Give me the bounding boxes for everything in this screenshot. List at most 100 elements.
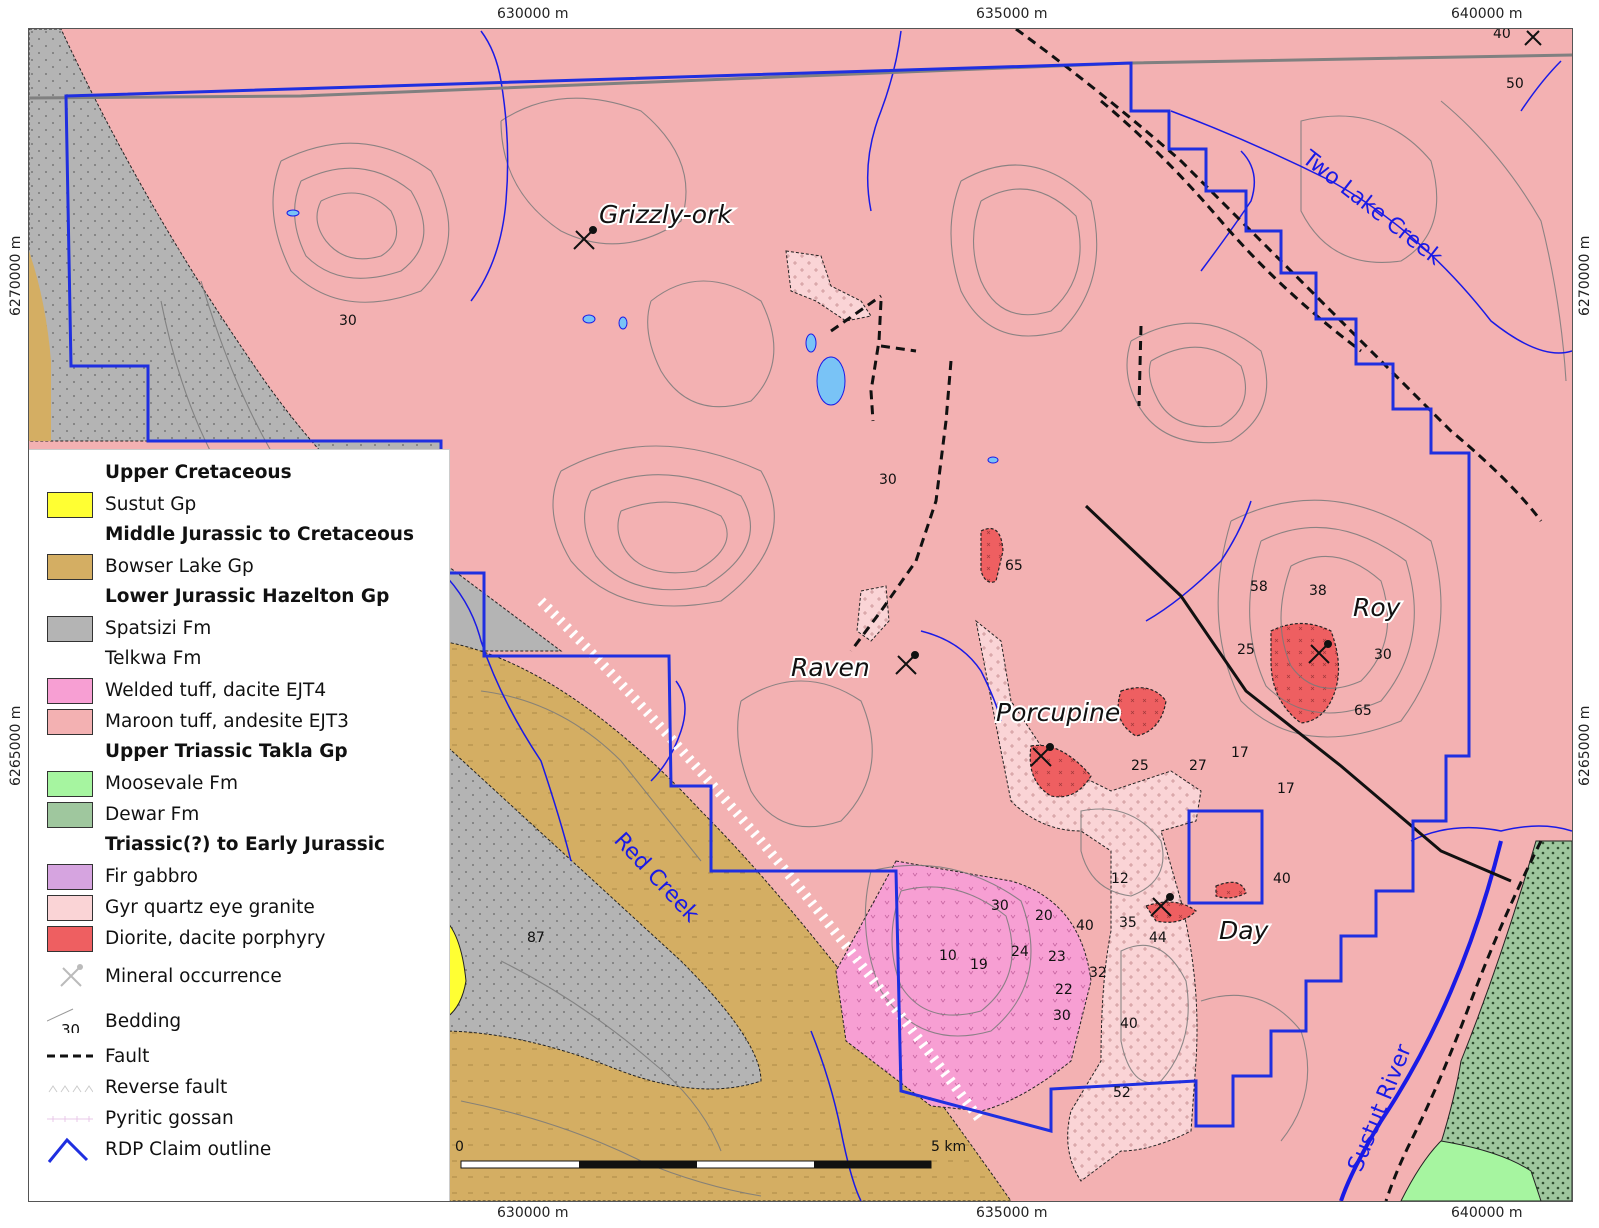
lake-small-5 xyxy=(987,456,999,464)
dip-label: 30 xyxy=(991,898,1009,914)
coord-left-6265000: 6265000 m xyxy=(8,705,24,786)
coord-top-635000: 635000 m xyxy=(976,6,1048,22)
legend-swatch-bowser xyxy=(47,554,93,580)
bedding-symbol: 30 xyxy=(47,1008,80,1033)
claim-outline[interactable] xyxy=(64,61,1471,1133)
map-legend: Upper Cretaceous Sustut Gp Middle Jurass… xyxy=(29,449,450,1201)
granite-unit-raven xyxy=(856,585,890,642)
legend-label: Reverse fault xyxy=(105,1077,228,1098)
granite-unit-north xyxy=(785,250,872,322)
legend-label: Fir gabbro xyxy=(105,866,199,887)
legend-label: Welded tuff, dacite EJT4 xyxy=(105,680,327,701)
pick-hammer-icon[interactable] xyxy=(1308,640,1332,664)
mineral-occurrences xyxy=(573,30,1542,917)
dip-label: 30 xyxy=(879,472,897,488)
pick-hammer-icon[interactable] xyxy=(1030,743,1054,767)
dip-label: 23 xyxy=(1048,949,1066,965)
legend-label: Sustut Gp xyxy=(105,494,197,515)
bedding-symbol-value: 30 xyxy=(61,1021,80,1033)
legend-label: Bedding xyxy=(105,1011,182,1032)
lake-small-3 xyxy=(618,316,628,330)
lake-small-1 xyxy=(805,333,817,353)
dip-label: 65 xyxy=(1005,558,1023,574)
legend-label: Moosevale Fm xyxy=(105,773,238,794)
place-label-grizzly: Grizzly-ork xyxy=(599,200,733,229)
dip-label: 17 xyxy=(1277,781,1295,797)
claim-outline-icon xyxy=(47,1137,89,1163)
diorite-body-3 xyxy=(1145,901,1197,923)
scale-end: 5 km xyxy=(931,1139,966,1155)
place-label-raven: Raven xyxy=(791,653,870,682)
dip-label: 58 xyxy=(1250,579,1268,595)
dip-label: 40 xyxy=(1493,29,1511,42)
dip-label: 40 xyxy=(1120,1016,1138,1032)
legend-swatch-sustut xyxy=(47,492,93,518)
dip-label: 25 xyxy=(1131,758,1149,774)
legend-swatch-granite xyxy=(47,895,93,921)
legend-label: Telkwa Fm xyxy=(105,648,202,669)
legend-label: RDP Claim outline xyxy=(105,1139,272,1160)
coord-bottom-635000: 635000 m xyxy=(976,1205,1048,1221)
moosevale-unit xyxy=(1400,1140,1542,1201)
legend-heading: Middle Jurassic to Cretaceous xyxy=(105,524,414,545)
legend-label: Spatsizi Fm xyxy=(105,618,212,639)
legend-heading: Upper Triassic Takla Gp xyxy=(105,741,348,762)
coord-right-6270000: 6270000 m xyxy=(1577,235,1593,316)
dip-label: 30 xyxy=(339,313,357,329)
dip-label: 22 xyxy=(1055,982,1073,998)
legend-swatch-welded-tuff xyxy=(47,678,93,704)
legend-label: Maroon tuff, andesite EJT3 xyxy=(105,711,349,732)
legend-label: Bowser Lake Gp xyxy=(105,556,254,577)
scale-start: 0 xyxy=(455,1139,464,1155)
dip-label: 30 xyxy=(1053,1008,1071,1024)
diorite-porcupine xyxy=(1117,687,1167,737)
spatsizi-dots-south xyxy=(441,741,761,1089)
bedding-dips: 30 30 65 58 38 25 30 65 17 25 27 17 40 1… xyxy=(339,29,1524,1101)
diorite-roy xyxy=(1270,622,1340,724)
coord-left-6270000: 6270000 m xyxy=(8,235,24,316)
dip-label: 25 xyxy=(1237,642,1255,658)
legend-heading: Upper Cretaceous xyxy=(105,462,292,483)
dip-label: 40 xyxy=(1076,918,1094,934)
diorite-body-1 xyxy=(980,527,1004,583)
diorite-day xyxy=(1215,881,1247,899)
dip-label: 19 xyxy=(970,957,988,973)
claim-outline-day[interactable] xyxy=(1187,809,1264,905)
legend-swatch-moosevale xyxy=(47,771,93,797)
pick-hammer-icon xyxy=(60,964,83,987)
dip-label: 32 xyxy=(1089,965,1107,981)
coord-right-6265000: 6265000 m xyxy=(1577,705,1593,786)
pick-hammer-icon[interactable] xyxy=(573,226,597,250)
pick-hammer-icon[interactable] xyxy=(1150,893,1174,917)
reverse-fault-line xyxy=(48,1085,93,1093)
legend-label: Mineral occurrence xyxy=(105,966,282,987)
pick-hammer-icon[interactable] xyxy=(895,651,919,675)
place-label-roy: Roy xyxy=(1353,593,1402,622)
fold-axis xyxy=(1084,504,1512,883)
legend-label: Pyritic gossan xyxy=(105,1108,234,1129)
dip-label: 24 xyxy=(1011,944,1029,960)
fault-line xyxy=(47,1054,93,1058)
legend-swatch-fir-gabbro xyxy=(47,864,93,890)
legend-label: Diorite, dacite porphyry xyxy=(105,928,326,949)
legend-swatch-dewar xyxy=(47,802,93,828)
coord-bottom-640000: 640000 m xyxy=(1451,1205,1523,1221)
dip-label: 38 xyxy=(1309,583,1327,599)
dip-label: 52 xyxy=(1113,1085,1131,1101)
lake-large xyxy=(816,356,846,406)
spatsizi-dots xyxy=(29,29,441,561)
dip-label: 12 xyxy=(1111,871,1129,887)
dip-label: 50 xyxy=(1506,76,1524,92)
lake-small-2 xyxy=(582,314,596,324)
dip-label: 27 xyxy=(1189,758,1207,774)
dip-label: 20 xyxy=(1035,908,1053,924)
dip-label: 65 xyxy=(1354,703,1372,719)
legend-heading: Lower Jurassic Hazelton Gp xyxy=(105,586,390,607)
lake-small-4 xyxy=(286,209,300,217)
road xyxy=(29,53,1572,100)
dip-label: 35 xyxy=(1119,915,1137,931)
legend-swatch-diorite xyxy=(47,926,93,952)
pick-hammer-icon[interactable] xyxy=(1524,30,1542,46)
legend-label: Dewar Fm xyxy=(105,804,200,825)
coord-top-630000: 630000 m xyxy=(497,6,569,22)
